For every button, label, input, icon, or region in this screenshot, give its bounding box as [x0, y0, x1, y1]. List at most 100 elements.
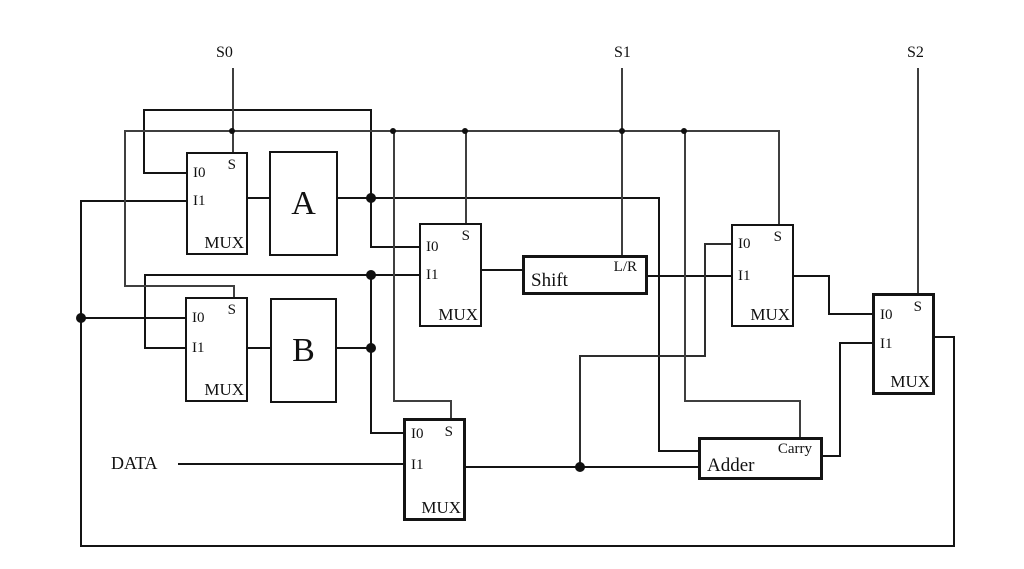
s1-label: S1 — [614, 44, 631, 61]
junction-dot — [462, 128, 468, 134]
wire-segment — [124, 130, 126, 286]
wire-segment — [143, 109, 372, 111]
mux-right2-input0-label: I0 — [880, 307, 893, 323]
shifter-label: Shift — [531, 270, 568, 291]
shifter-corner-label: L/R — [613, 259, 637, 275]
wire-segment — [232, 68, 234, 152]
wire-segment — [80, 545, 955, 547]
wire-segment — [143, 172, 186, 174]
junction-dot — [619, 128, 625, 134]
mux-b-name-label: MUX — [204, 380, 244, 399]
wire-segment — [579, 355, 706, 357]
wire-segment — [828, 313, 872, 315]
junction-dot — [681, 128, 687, 134]
wire-segment — [823, 455, 841, 457]
mux-mid-input1-label: I1 — [426, 267, 439, 283]
wire-segment — [704, 243, 732, 245]
mux-b-select-label: S — [227, 302, 236, 318]
wire-segment — [124, 285, 234, 287]
mux-a-select-label: S — [227, 157, 236, 173]
wire-segment — [648, 275, 731, 277]
wire-segment — [658, 450, 698, 452]
mux-bottom-input1-label: I1 — [411, 457, 424, 473]
junction-dot — [366, 193, 376, 203]
register-a-box: A — [269, 151, 338, 256]
wire-segment — [370, 246, 419, 248]
wire-segment — [839, 342, 841, 457]
adder-corner-label: Carry — [777, 441, 812, 457]
wire-segment — [953, 336, 955, 547]
mux-mid-select-label: S — [461, 228, 470, 244]
mux-bottom-input0-label: I0 — [411, 426, 424, 442]
wire-segment — [799, 400, 801, 438]
wire-segment — [338, 197, 660, 199]
wire-segment — [370, 109, 372, 248]
mux-b-input1-label: I1 — [192, 340, 205, 356]
register-b-box: B — [270, 298, 337, 403]
mux-mid-name-label: MUX — [438, 305, 478, 324]
wire-segment — [80, 200, 82, 547]
wire-segment — [482, 269, 522, 271]
wire-segment — [144, 274, 146, 349]
mux-right2-name-label: MUX — [890, 372, 930, 391]
junction-dot — [366, 343, 376, 353]
wire-segment — [124, 130, 779, 132]
wire-segment — [684, 400, 800, 402]
wire-segment — [393, 400, 451, 402]
mux-right1-input0-label: I0 — [738, 236, 751, 252]
wire-segment — [370, 274, 372, 434]
wire-segment — [794, 275, 830, 277]
wire-segment — [658, 197, 660, 452]
wire-segment — [248, 197, 269, 199]
mux-right1-input1-label: I1 — [738, 268, 751, 284]
adder-box: Adder Carry — [698, 437, 823, 480]
wire-segment — [450, 400, 452, 419]
junction-dot — [366, 270, 376, 280]
wire-segment — [370, 432, 404, 434]
adder-label: Adder — [707, 455, 755, 476]
wire-segment — [704, 243, 706, 357]
wire-segment — [621, 68, 623, 256]
mux-a-input1-label: I1 — [193, 193, 206, 209]
data-label: DATA — [111, 453, 158, 473]
mux-mid-input0-label: I0 — [426, 239, 439, 255]
wire-segment — [80, 317, 185, 319]
mux-bottom-select-label: S — [444, 424, 453, 440]
wire-segment — [465, 130, 467, 224]
shifter-box: Shift L/R — [522, 255, 648, 295]
mux-a-name-label: MUX — [204, 233, 244, 252]
wire-segment — [248, 347, 270, 349]
wire-segment — [917, 68, 919, 294]
wire-segment — [337, 347, 371, 349]
mux-right2-input1-label: I1 — [880, 336, 893, 352]
wire-segment — [684, 130, 686, 401]
mux-a-input0-label: I0 — [193, 165, 206, 181]
mux-bottom-name-label: MUX — [421, 498, 461, 517]
junction-dot — [575, 462, 585, 472]
wire-segment — [828, 275, 830, 315]
wire-segment — [393, 130, 395, 401]
mux-right1-name-label: MUX — [750, 305, 790, 324]
wire-segment — [579, 355, 581, 468]
wire-segment — [80, 200, 186, 202]
wire-segment — [143, 109, 145, 174]
junction-dot — [229, 128, 235, 134]
mux-right1-select-label: S — [773, 229, 782, 245]
wire-segment — [178, 463, 404, 465]
wire-segment — [778, 130, 780, 225]
wire-segment — [839, 342, 872, 344]
junction-dot — [76, 313, 86, 323]
mux-right2-select-label: S — [913, 299, 922, 315]
wire-segment — [144, 274, 420, 276]
wire-segment — [935, 336, 955, 338]
junction-dot — [390, 128, 396, 134]
wire-segment — [144, 347, 185, 349]
mux-b-input0-label: I0 — [192, 310, 205, 326]
